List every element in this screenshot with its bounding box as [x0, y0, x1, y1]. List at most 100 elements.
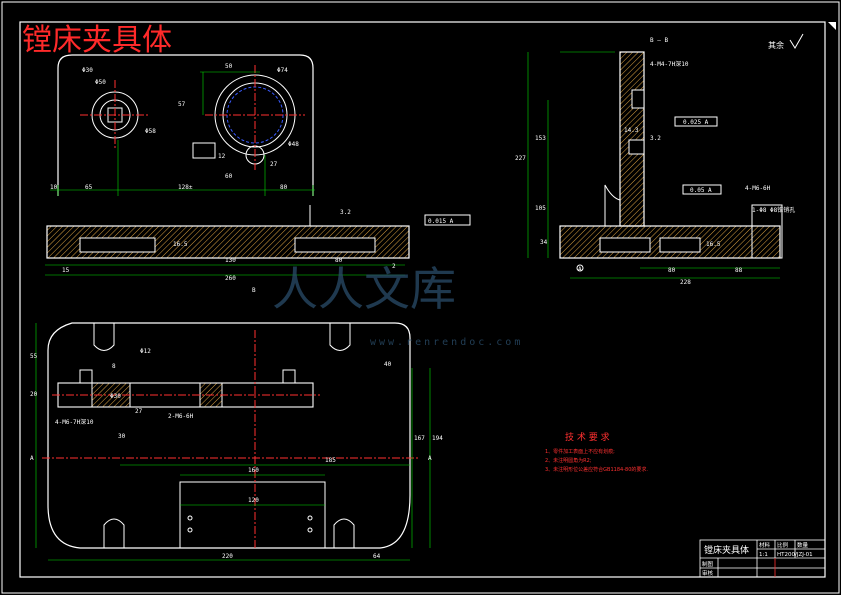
tech-note-2: 2、未注明圆角为R2; [545, 457, 592, 464]
base-slot-right [294, 237, 376, 253]
section-tol-box [674, 116, 718, 127]
section-column [619, 51, 645, 227]
section-label: B — B [650, 37, 668, 44]
tb-scale: 1:1 [759, 552, 768, 558]
section-end-block [751, 204, 783, 259]
sec-thread2: 4-M6-6H [745, 185, 771, 192]
section-tol-box2 [682, 184, 722, 195]
roughness-symbol [789, 33, 804, 49]
dim-w50: 50 [225, 63, 233, 70]
plan-h20: 20 [30, 391, 38, 398]
plan-h27: 27 [135, 408, 143, 415]
view-marker-b: B [252, 287, 256, 294]
plan-thread2: 2-M6-6H [168, 413, 194, 420]
tb-drawing-no: HT200/JZJ-01 [777, 552, 813, 558]
sec-thread: 4-M4-7H深10 [650, 60, 689, 68]
dim-b65: 65 [85, 184, 93, 191]
tb-material: 材料 [759, 541, 771, 549]
sec-h34: 34 [540, 239, 548, 246]
dim-w60: 60 [225, 173, 233, 180]
dim-d74: Φ74 [277, 67, 288, 74]
dim-h57: 57 [178, 101, 186, 108]
dim-b128: 128± [178, 184, 193, 191]
plan-w160: 160 [248, 467, 259, 474]
slot-bl [103, 518, 125, 548]
sec-tol-flat: 0.05 A [690, 187, 712, 194]
dim-w27: 27 [270, 161, 278, 168]
view-marker-a-left: A [30, 455, 34, 462]
plan-view [35, 322, 431, 561]
tb-name: 镗床夹具体 [704, 544, 749, 556]
section-view [527, 51, 783, 279]
sec-w88: 88 [735, 267, 743, 274]
dim-base130: 130 [225, 257, 236, 264]
section-slot-left [599, 237, 651, 253]
plan-outline [47, 322, 411, 549]
front-tol-box [424, 214, 471, 226]
section-bore [631, 89, 645, 109]
dim-d50: Φ50 [95, 79, 106, 86]
section-bore-2 [628, 139, 645, 155]
dim-base2: 2 [392, 263, 396, 270]
drawing-title: 镗床夹具体 [22, 23, 172, 58]
view-marker-a-right: A [428, 455, 432, 462]
plan-w220: 220 [222, 553, 233, 560]
plan-h194: 194 [432, 435, 443, 442]
dim-h12: 12 [218, 153, 226, 160]
slot-tl [93, 323, 115, 351]
sec-h227: 227 [515, 155, 526, 162]
plan-h167: 167 [414, 435, 425, 442]
sec-h153: 153 [535, 135, 546, 142]
dim-base15: 15 [62, 267, 70, 274]
tech-note-1: 1、零件加工表面上不应有划痕; [545, 448, 615, 455]
dim-b80: 80 [280, 184, 288, 191]
dim-d58: Φ58 [145, 128, 156, 135]
dim-d30: Φ30 [82, 67, 93, 74]
title-block [699, 539, 826, 578]
tb-designer: 制图 [702, 560, 714, 568]
section-slot-right [659, 237, 701, 253]
sec-w228: 228 [680, 279, 691, 286]
sec-w14: 14.3 [624, 127, 639, 134]
plan-d12: Φ12 [140, 348, 151, 355]
sec-w80: 80 [668, 267, 676, 274]
inner-border [19, 21, 826, 578]
dim-d48: Φ48 [288, 141, 299, 148]
plan-h8: 8 [112, 363, 116, 370]
front-body-outline [57, 54, 314, 196]
roughness-note: 其余 [768, 40, 784, 50]
slot-br [333, 518, 355, 548]
sec-thread2b: 1-Φ8 Φ8锥销孔 [752, 206, 795, 214]
small-window [192, 142, 216, 159]
plan-inner-rect [179, 481, 326, 549]
tech-notes-heading: 技 术 要 求 [565, 431, 610, 443]
dim-b10: 10 [50, 184, 58, 191]
sec-tol-perp: 0.025 A [683, 119, 709, 126]
corner-mark [828, 22, 836, 30]
dim-base16: 16.5 [173, 241, 188, 248]
plan-w185: 185 [325, 457, 336, 464]
dim-base80: 80 [335, 257, 343, 264]
front-rough: 3.2 [340, 209, 351, 216]
dim-base260: 260 [225, 275, 236, 282]
datum-symbol [576, 264, 584, 272]
watermark-logo: 人人文库 [272, 262, 456, 316]
front-tol-text: 0.015 A [428, 218, 454, 225]
plan-d30: Φ30 [110, 393, 121, 400]
tb-qty-label: 数量 [797, 541, 809, 549]
front-view [45, 54, 471, 276]
plan-h55: 55 [30, 353, 38, 360]
plan-dim-lines [35, 323, 431, 561]
watermark-url: www.renrendoc.com [370, 337, 523, 348]
plan-w120: 120 [248, 497, 259, 504]
sec-base16: 16.5 [706, 241, 721, 248]
front-dim-lines [45, 71, 405, 276]
tb-scale-label: 比例 [777, 541, 789, 549]
base-slot-left [79, 237, 156, 253]
plan-thread: 4-M6-7H深10 [55, 418, 94, 426]
tb-checker: 审核 [702, 569, 714, 577]
plan-w30: 30 [118, 433, 126, 440]
sec-h105: 105 [535, 205, 546, 212]
